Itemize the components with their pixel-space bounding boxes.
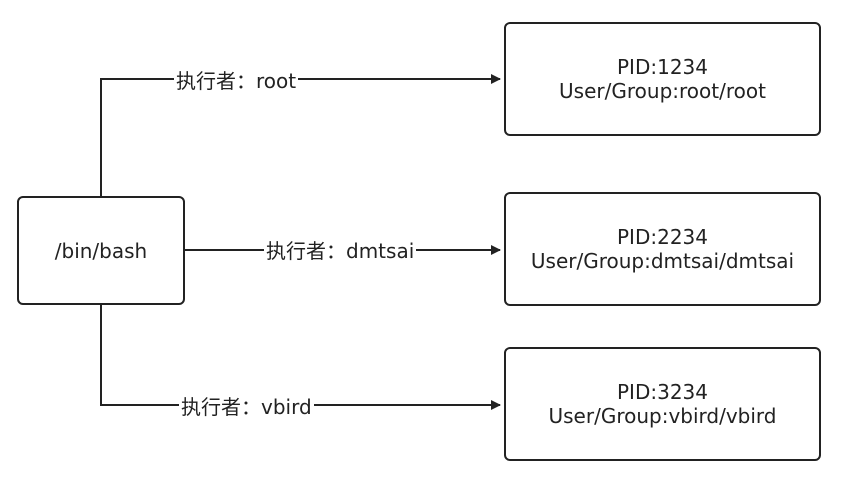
process-pid: PID:3234: [617, 380, 708, 404]
process-owner: User/Group:root/root: [559, 79, 766, 103]
process-owner: User/Group:dmtsai/dmtsai: [530, 249, 795, 273]
process-pid: PID:2234: [617, 225, 708, 249]
source-node-bash[interactable]: /bin/bash: [17, 196, 185, 305]
process-node-root[interactable]: PID:1234 User/Group:root/root: [504, 22, 821, 136]
source-node-label: /bin/bash: [54, 238, 148, 263]
process-node-dmtsai[interactable]: PID:2234 User/Group:dmtsai/dmtsai: [504, 192, 821, 306]
process-owner: User/Group:vbird/vbird: [548, 404, 777, 428]
connector-vbird: [100, 305, 501, 410]
connector-root: [100, 74, 501, 196]
edge-label-root: 执行者：root: [174, 69, 299, 93]
edge-label-vbird: 执行者：vbird: [179, 395, 314, 419]
process-pid: PID:1234: [617, 55, 708, 79]
process-node-vbird[interactable]: PID:3234 User/Group:vbird/vbird: [504, 347, 821, 461]
edge-label-dmtsai: 执行者：dmtsai: [264, 239, 417, 263]
